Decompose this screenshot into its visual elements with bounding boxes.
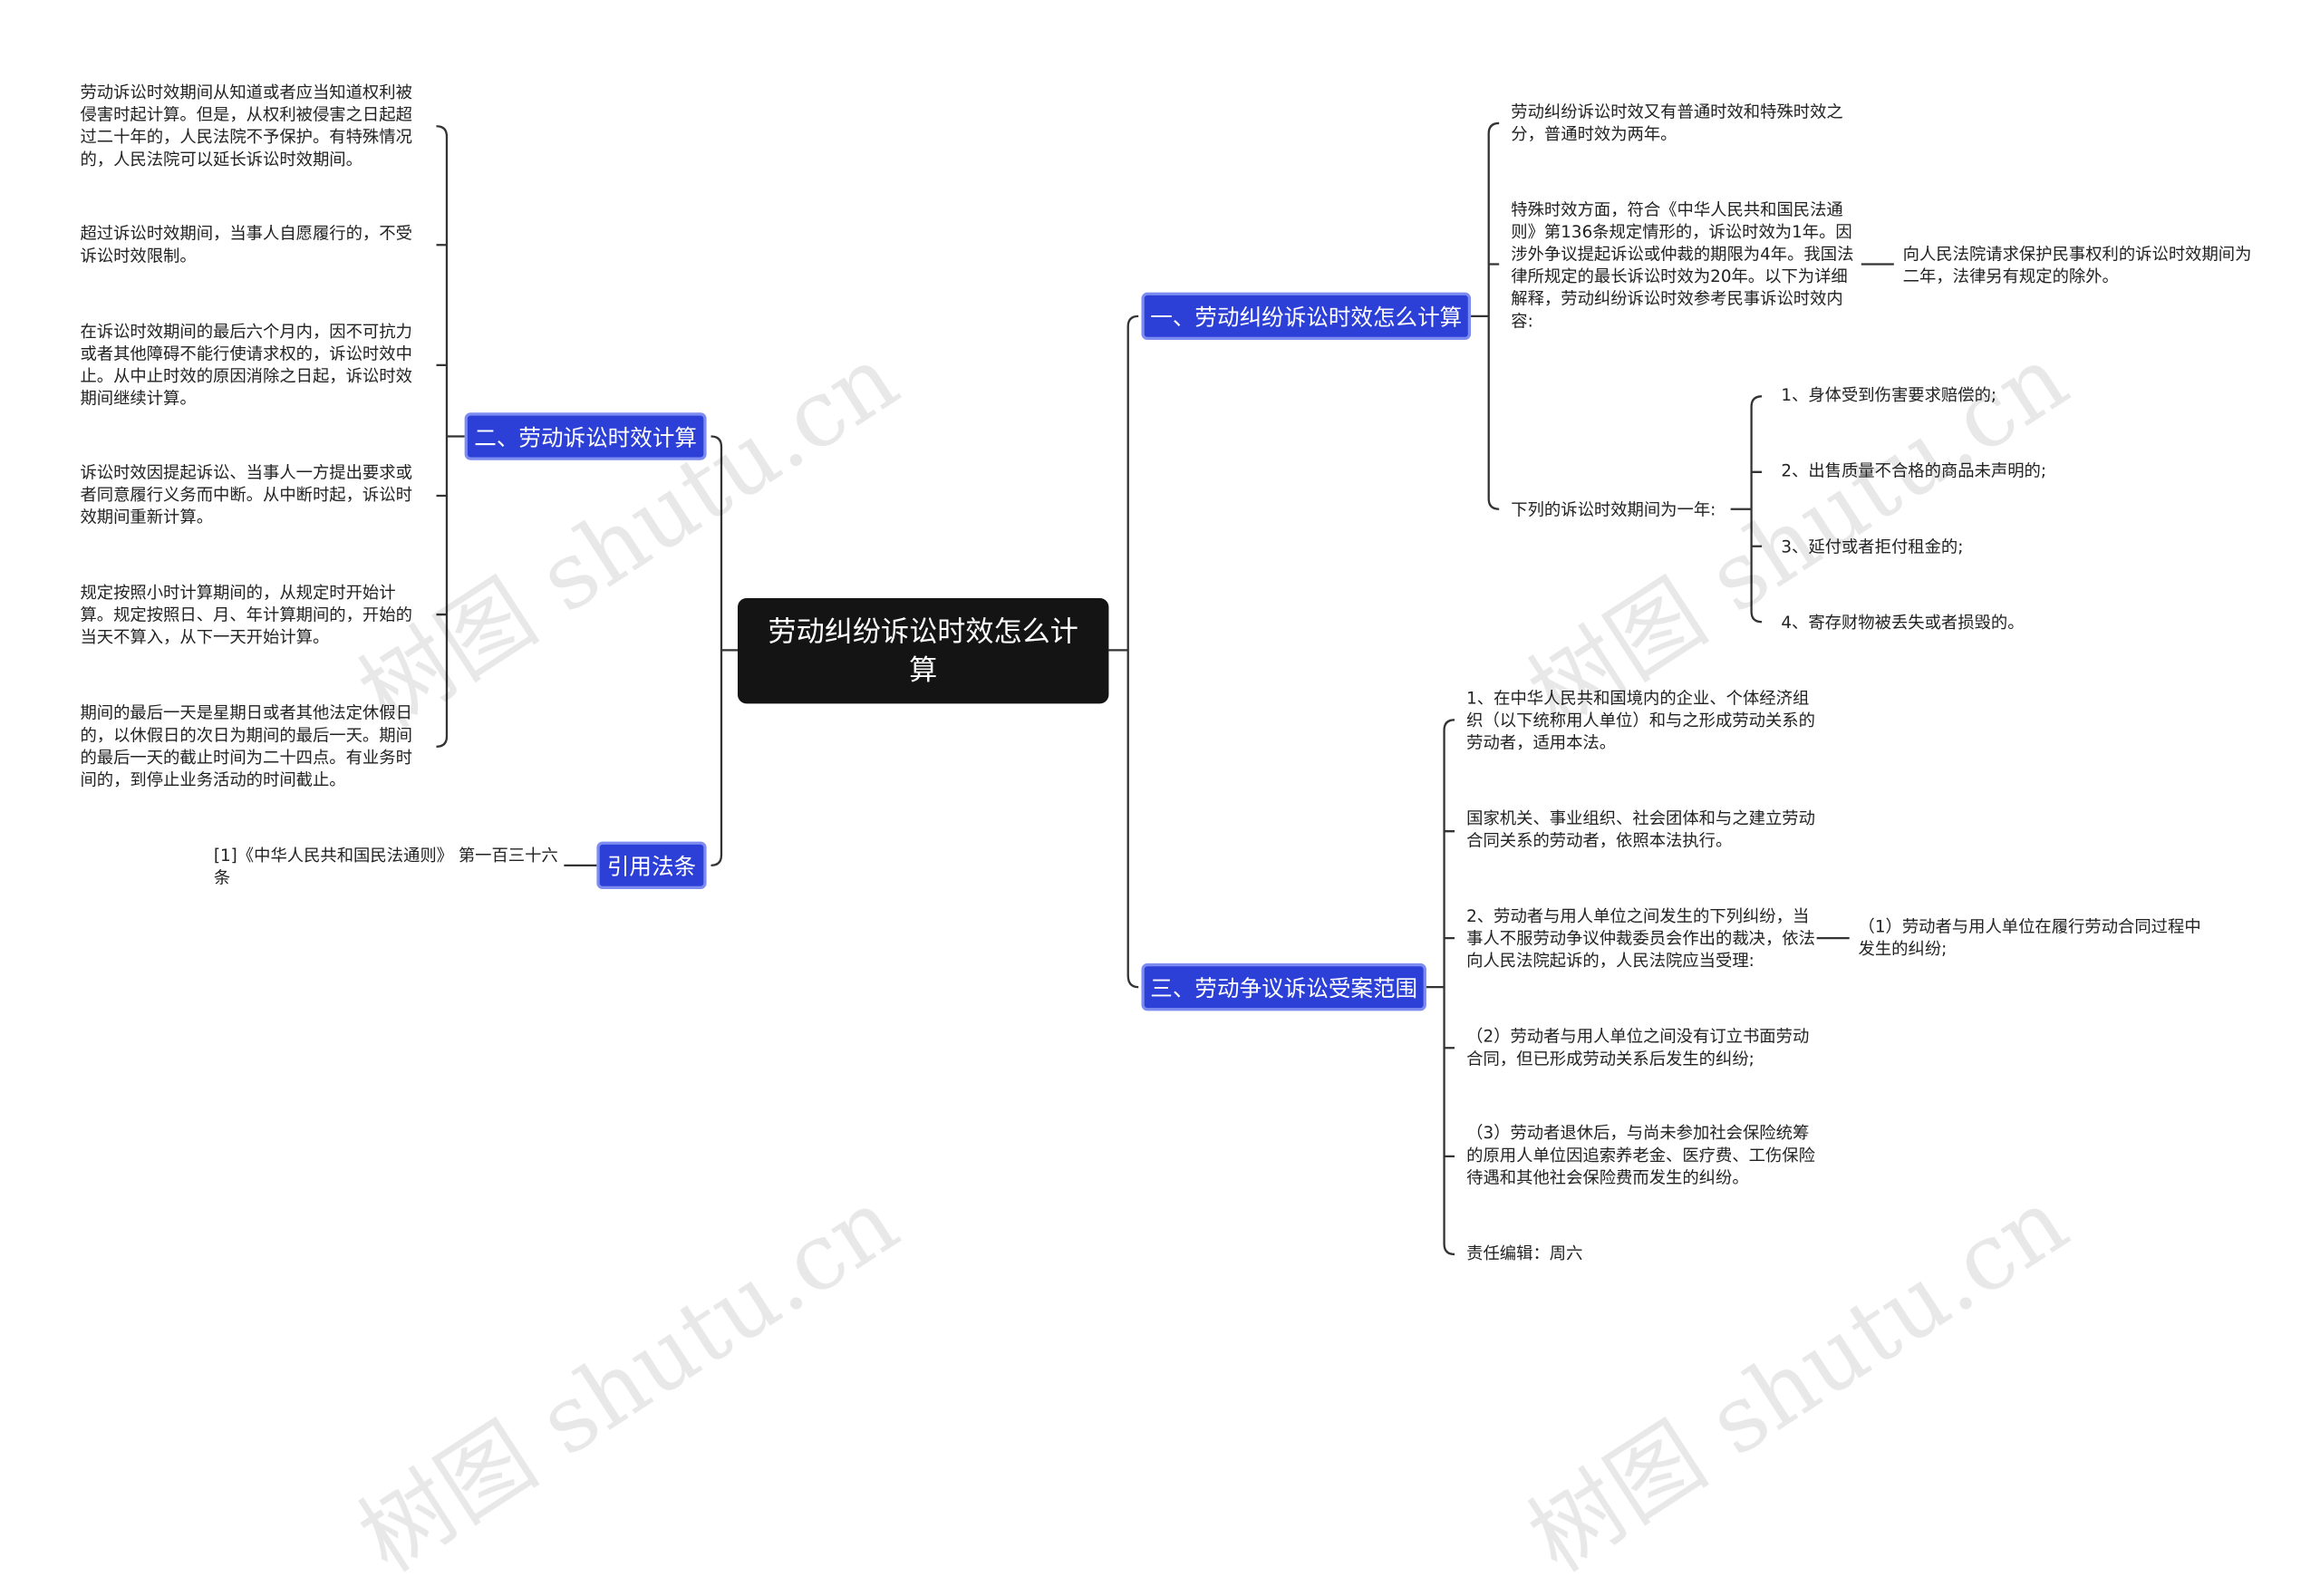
leaf-start-of-period: 劳动诉讼时效期间从知道或者应当知道权利被侵害时起计算。但是，从权利被侵害之日起超…: [80, 82, 412, 169]
link-left-trunk: [710, 435, 723, 866]
link-b3-trunk: [1443, 719, 1455, 1256]
mind-map: 劳动纠纷诉讼时效怎么计算 一、劳动纠纷诉讼时效怎么计算 劳动纠纷诉讼时效又有普通…: [80, 82, 2252, 1593]
leaf-scope-state-organs: 国家机关、事业组织、社会团体和与之建立劳动合同关系的劳动者，依照本法执行。: [1466, 808, 1815, 851]
leaf-scope-enterprises: 1、在中华人民共和国境内的企业、个体经济组织（以下统称用人单位）和与之形成劳动关…: [1466, 688, 1815, 753]
leaf-interruption: 诉讼时效因提起诉讼、当事人一方提出要求或者同意履行义务而中断。从中断时起，诉讼时…: [80, 462, 412, 527]
leaf-scope-retirees: （3）劳动者退休后，与尚未参加社会保险统筹的原用人单位因追索养老金、医疗费、工伤…: [1466, 1123, 1815, 1188]
leaf-scope-no-written-contract: （2）劳动者与用人单位之间没有订立书面劳动合同，但已形成劳动关系后发生的纠纷;: [1466, 1027, 1810, 1069]
connector-lines: [436, 121, 1894, 1256]
leaf-voluntary-performance: 超过诉讼时效期间，当事人自愿履行的，不受诉讼时效限制。: [80, 224, 412, 266]
link-right-trunk: [1126, 314, 1139, 989]
leaf-period-counting: 规定按照小时计算期间的，从规定时开始计算。规定按照日、月、年计算期间的，开始的当…: [80, 583, 412, 648]
leaf-editor: 责任编辑：周六: [1466, 1243, 1583, 1263]
list-item: 3、延付或者拒付租金的;: [1781, 537, 1964, 557]
branch-statute-calculation[interactable]: 一、劳动纠纷诉讼时效怎么计算: [1141, 292, 1472, 341]
link-oneyear-trunk: [1750, 395, 1763, 624]
leaf-scope-contract-dispute: （1）劳动者与用人单位在履行劳动合同过程中发生的纠纷;: [1858, 917, 2201, 960]
leaf-last-day-rule: 期间的最后一天是星期日或者其他法定休假日的，以休假日的次日为期间的最后一天。期间…: [80, 703, 412, 790]
list-item: 2、出售质量不合格的商品未声明的;: [1781, 461, 2047, 481]
leaf-special-limitation: 特殊时效方面，符合《中华人民共和国民法通则》第136条规定情形的，诉讼时效为1年…: [1511, 200, 1854, 332]
leaf-suspension: 在诉讼时效期间的最后六个月内，因不可抗力或者其他障碍不能行使请求权的，诉讼时效中…: [80, 322, 412, 409]
root-node[interactable]: 劳动纠纷诉讼时效怎么计算: [737, 598, 1109, 704]
branch-cited-law[interactable]: 引用法条: [596, 841, 707, 890]
link-b1-trunk: [1487, 121, 1500, 510]
leaf-one-year-header: 下列的诉讼时效期间为一年:: [1511, 499, 1716, 520]
leaf-scope-disputes: 2、劳动者与用人单位之间发生的下列纠纷，当事人不服劳动争议仲裁委员会作出的裁决，…: [1466, 906, 1815, 972]
leaf-cited-article: [1]《中华人民共和国民法通则》 第一百三十六条: [213, 846, 558, 888]
leaf-two-year-period: 向人民法院请求保护民事权利的诉讼时效期间为二年，法律另有规定的除外。: [1902, 245, 2252, 287]
list-item: 1、身体受到伤害要求赔偿的;: [1781, 385, 1997, 406]
list-item: 4、寄存财物被丢失或者损毁的。: [1781, 613, 2025, 633]
leaf-general-limitation: 劳动纠纷诉讼时效又有普通时效和特殊时效之分，普通时效为两年。: [1511, 102, 1843, 144]
link-b2-trunk: [436, 125, 449, 748]
branch-limitation-calculation[interactable]: 二、劳动诉讼时效计算: [464, 412, 707, 460]
branch-case-scope[interactable]: 三、劳动争议诉讼受案范围: [1141, 962, 1426, 1011]
